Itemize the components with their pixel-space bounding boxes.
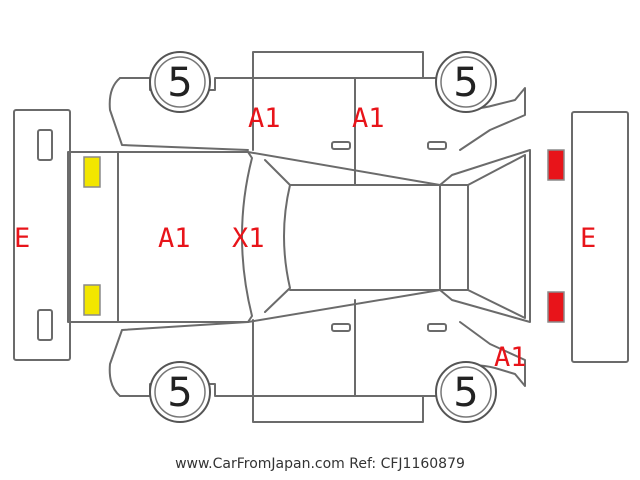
rear-right-tyre-label: 5 xyxy=(453,370,478,416)
rear-bumper-mark: E xyxy=(580,223,596,254)
rear-left-tyre-label: 5 xyxy=(453,60,478,106)
car-damage-diagram: 5 5 5 5 E E A1 X1 A1 A1 A1 xyxy=(13,51,629,423)
rear-right-tyre: 5 xyxy=(435,361,497,423)
front-left-lamp xyxy=(83,156,101,188)
rear-quarter-mark: A1 xyxy=(494,342,527,373)
rear-bumper xyxy=(571,111,629,363)
front-door-mark: A1 xyxy=(248,103,281,134)
front-right-lamp xyxy=(83,284,101,316)
front-right-tyre-label: 5 xyxy=(167,370,192,416)
front-left-tyre: 5 xyxy=(149,51,211,113)
rear-left-tyre: 5 xyxy=(435,51,497,113)
front-right-tyre: 5 xyxy=(149,361,211,423)
front-bumper xyxy=(13,109,71,361)
roof-windshield-mark: X1 xyxy=(232,223,265,254)
rear-door-mark: A1 xyxy=(352,103,385,134)
hood-mark: A1 xyxy=(158,223,191,254)
car-body-top-view xyxy=(67,149,531,323)
front-left-tyre-label: 5 xyxy=(167,60,192,106)
footer-reference: www.CarFromJapan.com Ref: CFJ1160879 xyxy=(175,456,465,472)
bottom-side-panels xyxy=(108,299,526,423)
rear-left-lamp xyxy=(547,149,565,181)
rear-right-lamp xyxy=(547,291,565,323)
front-bumper-mark: E xyxy=(14,223,30,254)
